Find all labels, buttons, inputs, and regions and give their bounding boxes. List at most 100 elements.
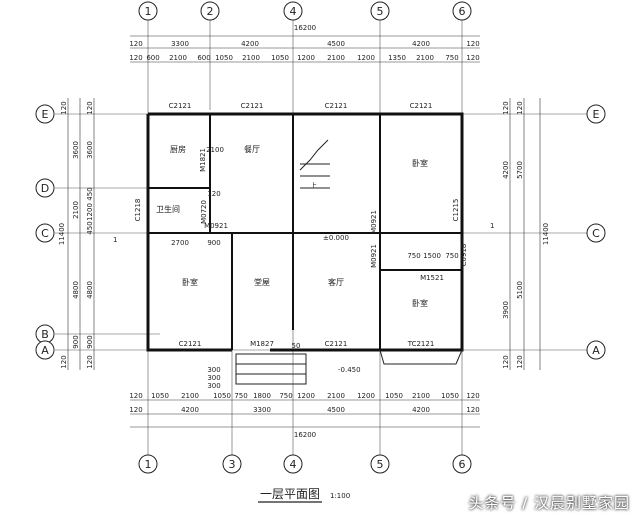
- dim-text: 750: [407, 252, 420, 260]
- axis-left-b: B: [41, 328, 49, 341]
- axis-right-a: A: [592, 344, 600, 357]
- right-dimensions: 120 4200 3900 120 120 5700 5100 120 1140…: [502, 101, 550, 368]
- outdoor-level: -0.450: [338, 366, 361, 374]
- level-marks: ±0.000 -0.450 上 1 1: [113, 181, 494, 374]
- dim-left-total: 11400: [58, 223, 66, 245]
- dim-text: 3300: [171, 40, 189, 48]
- room-bedroom-sw: 卧室: [182, 277, 198, 287]
- dim-text: 1050: [213, 392, 231, 400]
- dim-text: 1050: [151, 392, 169, 400]
- dim-text: 2100: [206, 146, 224, 154]
- dim-text: 120: [466, 406, 479, 414]
- section-mark-left: 1: [113, 236, 117, 244]
- dim-text: 1050: [441, 392, 459, 400]
- dim-text: 600: [197, 54, 210, 62]
- dim-text: 900: [72, 335, 80, 348]
- door-labels: M1821 M0921 M0720 M0921 M0921 M1521 M182…: [199, 148, 444, 348]
- dim-text: 120: [60, 101, 68, 114]
- dim-text: 3600: [72, 141, 80, 159]
- window-c2121-6: C2121: [325, 340, 348, 348]
- door-m0921-a: M0921: [204, 222, 228, 230]
- dim-text: 3300: [253, 406, 271, 414]
- window-c0918: C0918: [460, 244, 468, 267]
- watermark: 头条号 / 汉晨别墅家园: [468, 494, 630, 512]
- door-m1521: M1521: [420, 274, 444, 282]
- interior-walls: [148, 114, 462, 350]
- dim-text: 120: [516, 355, 524, 368]
- dim-text: 4800: [72, 281, 80, 299]
- dim-text: 1050: [385, 392, 403, 400]
- dim-text: 2100: [181, 392, 199, 400]
- dim-text: 120: [86, 355, 94, 368]
- dim-text: 120: [129, 392, 142, 400]
- dim-text: 120: [466, 392, 479, 400]
- axis-top-2: 2: [207, 5, 214, 18]
- door-m0720: M0720: [200, 200, 208, 224]
- door-m1827: M1827: [250, 340, 274, 348]
- axis-bubbles: [35, 1, 606, 474]
- dim-text: 2100: [327, 54, 345, 62]
- dim-text: 4200: [412, 40, 430, 48]
- dim-text: 1500: [423, 252, 441, 260]
- dim-total-top: 16200: [294, 24, 316, 32]
- axis-bottom-1: 1: [145, 458, 152, 471]
- dim-text: 1200: [86, 203, 94, 221]
- dim-text: 450: [86, 221, 94, 234]
- dim-text: 1200: [357, 54, 375, 62]
- window-c2121-1: C2121: [169, 102, 192, 110]
- dim-text: 120: [60, 355, 68, 368]
- stair-up-label: 上: [310, 181, 317, 190]
- dim-text: 600: [146, 54, 159, 62]
- dim-text: 3900: [502, 301, 510, 319]
- dim-text: 2100: [327, 392, 345, 400]
- dim-text: 300: [207, 366, 220, 374]
- dim-text: 120: [466, 54, 479, 62]
- misc-dimensions: 2700 900 2100 120 300 300 300 1500 750 7…: [171, 146, 459, 390]
- axis-left-a: A: [41, 344, 49, 357]
- dim-text: 1200: [297, 392, 315, 400]
- dim-text: 4800: [86, 281, 94, 299]
- dim-text: 900: [86, 335, 94, 348]
- dim-text: 2100: [169, 54, 187, 62]
- dim-text: 4200: [502, 161, 510, 179]
- dim-text: 750: [445, 252, 458, 260]
- dim-text: 5700: [516, 161, 524, 179]
- window-c1215: C1215: [452, 199, 460, 222]
- door-m1821: M1821: [199, 148, 207, 172]
- dimension-lines: [67, 35, 541, 428]
- dim-text: 300: [207, 374, 220, 382]
- room-labels: 厨房 餐厅 卧室 卫生间 卧室 堂屋 客厅 卧室: [156, 144, 428, 308]
- dim-text: 1800: [253, 392, 271, 400]
- dim-text: 1200: [297, 54, 315, 62]
- axis-left-c: C: [41, 227, 49, 240]
- dim-text: 4200: [181, 406, 199, 414]
- dim-text: 4500: [327, 406, 345, 414]
- axis-bottom-6: 6: [459, 458, 466, 471]
- dim-text: 2100: [416, 54, 434, 62]
- dim-text: 120: [129, 406, 142, 414]
- axis-left-d: D: [41, 182, 49, 195]
- door-m0921-b: M0921: [370, 210, 378, 234]
- axis-bottom-4: 4: [290, 458, 297, 471]
- dim-text: 50: [292, 342, 301, 350]
- window-c2121-5: C2121: [179, 340, 202, 348]
- dim-text: 2700: [171, 239, 189, 247]
- floor-level: ±0.000: [323, 234, 349, 242]
- dim-text: 3600: [86, 141, 94, 159]
- top-dimensions: 16200 120 3300 4200 4500 4200 120 120 60…: [129, 24, 479, 62]
- bottom-dimensions: 120 1050 2100 1050 750 1800 750 1200 210…: [129, 392, 479, 439]
- axis-top-4: 4: [290, 5, 297, 18]
- bay-and-stairs: [235, 139, 463, 385]
- window-c1218: C1218: [134, 199, 142, 222]
- dim-text: 750: [279, 392, 292, 400]
- room-kitchen: 厨房: [170, 144, 186, 154]
- dim-text: 120: [207, 190, 220, 198]
- axis-labels: 1 2 4 5 6 1 3 4 5 6 E D C B A E C A: [41, 5, 600, 471]
- dim-text: 750: [445, 54, 458, 62]
- window-c2121-3: C2121: [325, 102, 348, 110]
- dim-text: 2100: [242, 54, 260, 62]
- axis-top-1: 1: [145, 5, 152, 18]
- dim-right-total: 11400: [542, 223, 550, 245]
- dim-text: 2100: [412, 392, 430, 400]
